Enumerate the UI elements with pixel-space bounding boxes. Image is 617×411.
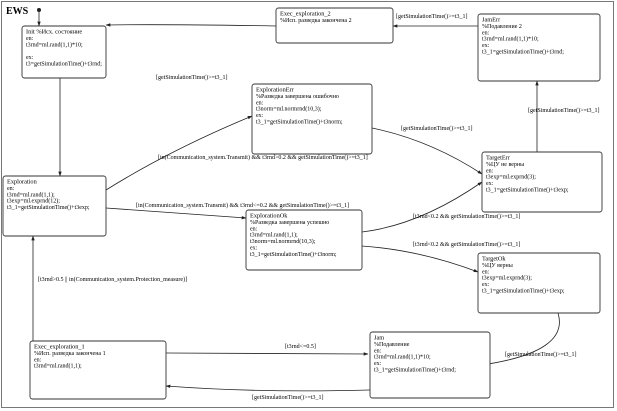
state-line: %Подавление 2 xyxy=(482,24,522,30)
state-name: TargetErr xyxy=(486,155,511,162)
state-name: ExplorationErr xyxy=(256,87,295,94)
edge-explok-targeterr xyxy=(361,181,483,233)
state-line: t3_1=getSimulationTime()+t3exp; xyxy=(486,187,569,194)
state-line: ex: xyxy=(482,282,490,288)
state-explok: ExplorationOk%Разведка завершена успешно… xyxy=(245,209,363,271)
state-box-targetok xyxy=(477,252,601,314)
state-name: Exploration xyxy=(7,179,38,186)
state-box-exec1 xyxy=(29,340,167,400)
state-line: %ЦУ верны xyxy=(482,263,513,269)
state-line: en: xyxy=(26,36,34,42)
state-line: t3rnd=ml.rand(1,1)*10; xyxy=(374,354,431,361)
state-line: t3_1=getSimulationTime()+t3norm; xyxy=(250,251,337,258)
edge-explok-targetok xyxy=(361,245,479,273)
state-line: t3exp=ml.exprnd(3); xyxy=(486,174,536,181)
state-box-init xyxy=(21,25,107,79)
state-explerr: ExplorationErr%Разведка завершена ошибоч… xyxy=(251,83,373,155)
state-line: t3_1=getSimulationTime()+t3exp; xyxy=(7,204,90,211)
state-line: t3_1=getSimulationTime()+t3norm; xyxy=(256,119,343,126)
state-box-jam xyxy=(369,331,491,399)
label-exec2-init: [getSimulationTime()>=t3_1] xyxy=(156,74,228,81)
state-line: ex: xyxy=(250,246,258,252)
state-name: Init %Исх. состояние xyxy=(26,29,82,36)
state-name: Exec_exploration_1 xyxy=(34,344,85,351)
state-line: en: xyxy=(374,348,382,354)
label-targeterr-jamerr: [getSimulationTime()>=t3_1] xyxy=(528,107,600,114)
state-line: en: xyxy=(250,226,258,232)
state-line: t3_1=getSimulationTime()+t3rnd; xyxy=(482,49,564,56)
label-jamerr-exec2: [getSimulationTime()>=t3_1] xyxy=(396,13,468,20)
state-line: t3rnd=ml.rand(1,1); xyxy=(34,363,82,370)
state-line: %Исп. разведка закончена 1 xyxy=(34,351,106,357)
state-line: %Исп. разведка закончена 2 xyxy=(280,18,352,24)
state-line: en: xyxy=(256,100,264,106)
state-box-explok xyxy=(245,209,363,271)
state-targeterr: TargetErr%ЦУ не верныen:t3exp=ml.exprnd(… xyxy=(481,151,603,213)
label-exploration-explok: [in(Communication_system.Transmit) && t3… xyxy=(136,202,349,209)
state-line: t3_1=getSimulationTime()+t3rnd; xyxy=(374,367,456,374)
state-box-exec2 xyxy=(275,7,394,44)
state-line: t3exp=ml.exprnd(3); xyxy=(482,275,532,282)
state-line: t3_1=getSimulationTime()+t3exp; xyxy=(482,288,565,295)
label-exec1-exploration: [t3rnd>0.5 || in(Communication_system.Pr… xyxy=(38,276,187,283)
state-line: en: xyxy=(34,357,42,363)
state-line: en: xyxy=(486,168,494,174)
state-exec1: Exec_exploration_1%Исп. разведка законче… xyxy=(29,340,167,400)
state-jamerr: JamErr%Подавление 2en:t3rnd=ml.rand(1,1)… xyxy=(477,13,601,82)
state-box-targeterr xyxy=(481,151,603,213)
state-exec2: Exec_exploration_2%Исп. разведка законче… xyxy=(275,7,394,44)
state-name: JamErr xyxy=(482,17,501,24)
state-line: ex: xyxy=(26,55,34,61)
state-box-exploration xyxy=(2,175,107,237)
state-name: Jam xyxy=(374,335,384,342)
state-line: en: xyxy=(482,30,490,36)
state-line: ex: xyxy=(256,113,264,119)
edge-exploration-explok xyxy=(105,207,247,220)
label-targetok-jam: [getSimulationTime()>=t3_1] xyxy=(505,351,577,358)
state-name: ExplorationOk xyxy=(250,213,288,220)
state-line: %Разведка завершена ошибочно xyxy=(256,93,339,100)
edge-exec1-jam xyxy=(165,352,369,356)
label-jam-exec1: [getSimulationTime()>=t3_1] xyxy=(252,394,324,401)
state-line: t3rnd=ml.rand(1,1); xyxy=(250,232,298,239)
edge-targetok-jam xyxy=(481,312,560,367)
edge-exploration-explerr xyxy=(105,115,253,191)
diagram-title: EWS xyxy=(6,6,29,17)
state-line: ex: xyxy=(482,43,490,49)
label-exec1-jam: [t3rnd<=0.5] xyxy=(285,344,316,350)
state-line: ex: xyxy=(374,361,382,367)
state-jam: Jam%Подавлениеen:t3rnd=ml.rand(1,1)*10;e… xyxy=(369,331,491,399)
state-targetok: TargetOk%ЦУ верныen:t3exp=ml.exprnd(3);e… xyxy=(477,252,601,314)
state-line: en: xyxy=(482,269,490,275)
state-exploration: Explorationen:t3rnd=ml.rand(1,1);t3exp=m… xyxy=(2,175,107,237)
initial-dot xyxy=(37,8,41,12)
state-line: t3rnd=ml.rand(1,1)*10; xyxy=(482,36,539,43)
edge-explerr-targeterr xyxy=(371,127,483,175)
edge-jam-exec1 xyxy=(165,384,371,392)
state-box-explerr xyxy=(251,83,373,155)
label-explok-targeterr: [t3rnd<0.2 && getSimulationTime()>=t3_1] xyxy=(413,213,520,220)
state-name: Exec_exploration_2 xyxy=(280,11,331,18)
state-line: t3rnd=ml.rand(1,1)*10; xyxy=(26,41,83,48)
label-exploration-explerr: [in(Communication_system.Transmit) && t3… xyxy=(158,154,368,161)
state-line: en: xyxy=(7,186,15,192)
state-line: ex: xyxy=(486,181,494,187)
state-line: %Разведка завершена успешно xyxy=(250,220,329,226)
state-line: %ЦУ не верны xyxy=(486,162,524,168)
state-line: t3exp=ml.exprnd(12); xyxy=(7,198,60,205)
state-line: t3rnd=ml.rand(1,1); xyxy=(7,191,55,198)
state-name: TargetOk xyxy=(482,256,506,263)
edge-exec2-init xyxy=(105,23,277,27)
label-explok-targetok: [t3rnd<0.2 && getSimulationTime()>=t3_1] xyxy=(413,241,520,248)
state-line: t3norm=ml.normrnd(10,3); xyxy=(256,106,322,113)
label-explerr-targeterr: [getSimulationTime()>=t3_1] xyxy=(401,125,473,132)
state-box-jamerr xyxy=(477,13,601,82)
state-init: Init %Исх. состояниеen:t3rnd=ml.rand(1,1… xyxy=(21,25,107,79)
state-line: %Подавление xyxy=(374,342,410,348)
state-line: t3=getSimulationTime()+t3rnd; xyxy=(26,61,102,68)
state-line: t3norm=ml.normrnd(10,3); xyxy=(250,238,316,245)
